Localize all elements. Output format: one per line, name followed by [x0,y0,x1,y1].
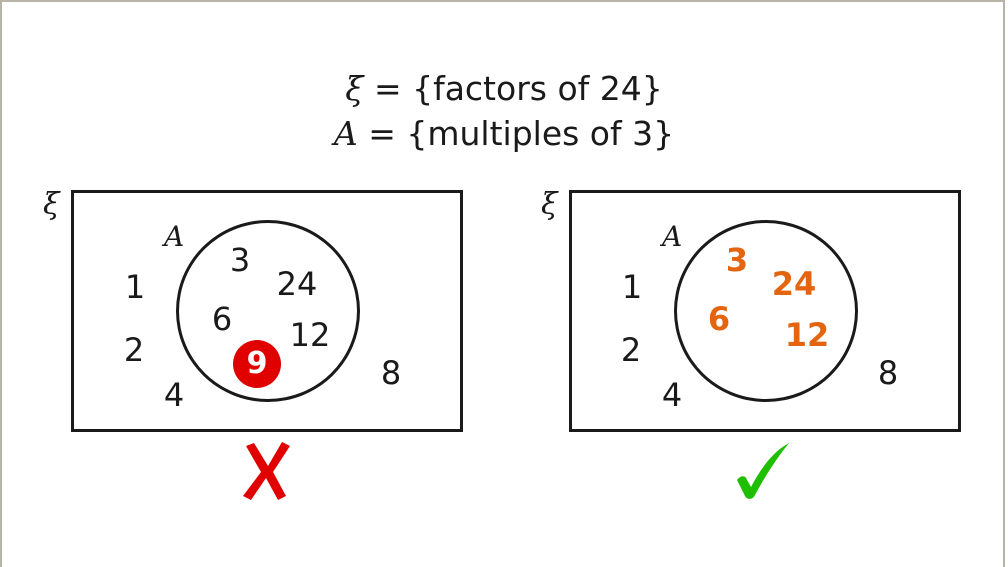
set-a-label: A [662,220,683,253]
set-a-circle [176,220,360,402]
set-a-definition: A = {multiples of 3} [333,114,675,153]
element-in-a: 12 [784,316,830,354]
element-outside-a: 2 [123,331,145,369]
element-in-a: 6 [707,300,731,338]
element-outside-a: 2 [620,331,642,369]
set-a-circle [674,220,858,402]
universal-set-label: ξ [541,187,558,222]
incorrect-element-highlight: 9 [233,340,281,388]
venn-diagram-incorrect: ξ A 3 24 6 12 9 1 2 4 8 [43,190,463,432]
element-in-a: 6 [211,300,233,338]
element-in-a: 12 [289,316,331,354]
element-outside-a: 8 [877,354,899,392]
universal-set-box [71,190,463,432]
set-a-label: A [164,220,185,253]
universal-set-definition: ξ = {factors of 24} [345,69,663,108]
a-symbol: A [333,114,358,153]
xi-symbol: ξ [345,69,364,108]
venn-diagram-correct: ξ A 3 24 6 12 1 2 4 8 [541,190,961,432]
tick-icon [734,440,794,502]
element-outside-a: 1 [124,268,146,306]
cross-icon [238,440,298,502]
element-in-a: 3 [725,241,749,279]
element-outside-a: 4 [163,376,185,414]
universal-set-label: ξ [43,187,60,222]
element-in-a: 3 [229,241,251,279]
element-in-a: 24 [771,265,817,303]
element-outside-a: 4 [661,376,683,414]
element-outside-a: 1 [621,268,643,306]
element-outside-a: 8 [380,354,402,392]
universal-set-box [569,190,961,432]
element-in-a: 24 [276,265,318,303]
